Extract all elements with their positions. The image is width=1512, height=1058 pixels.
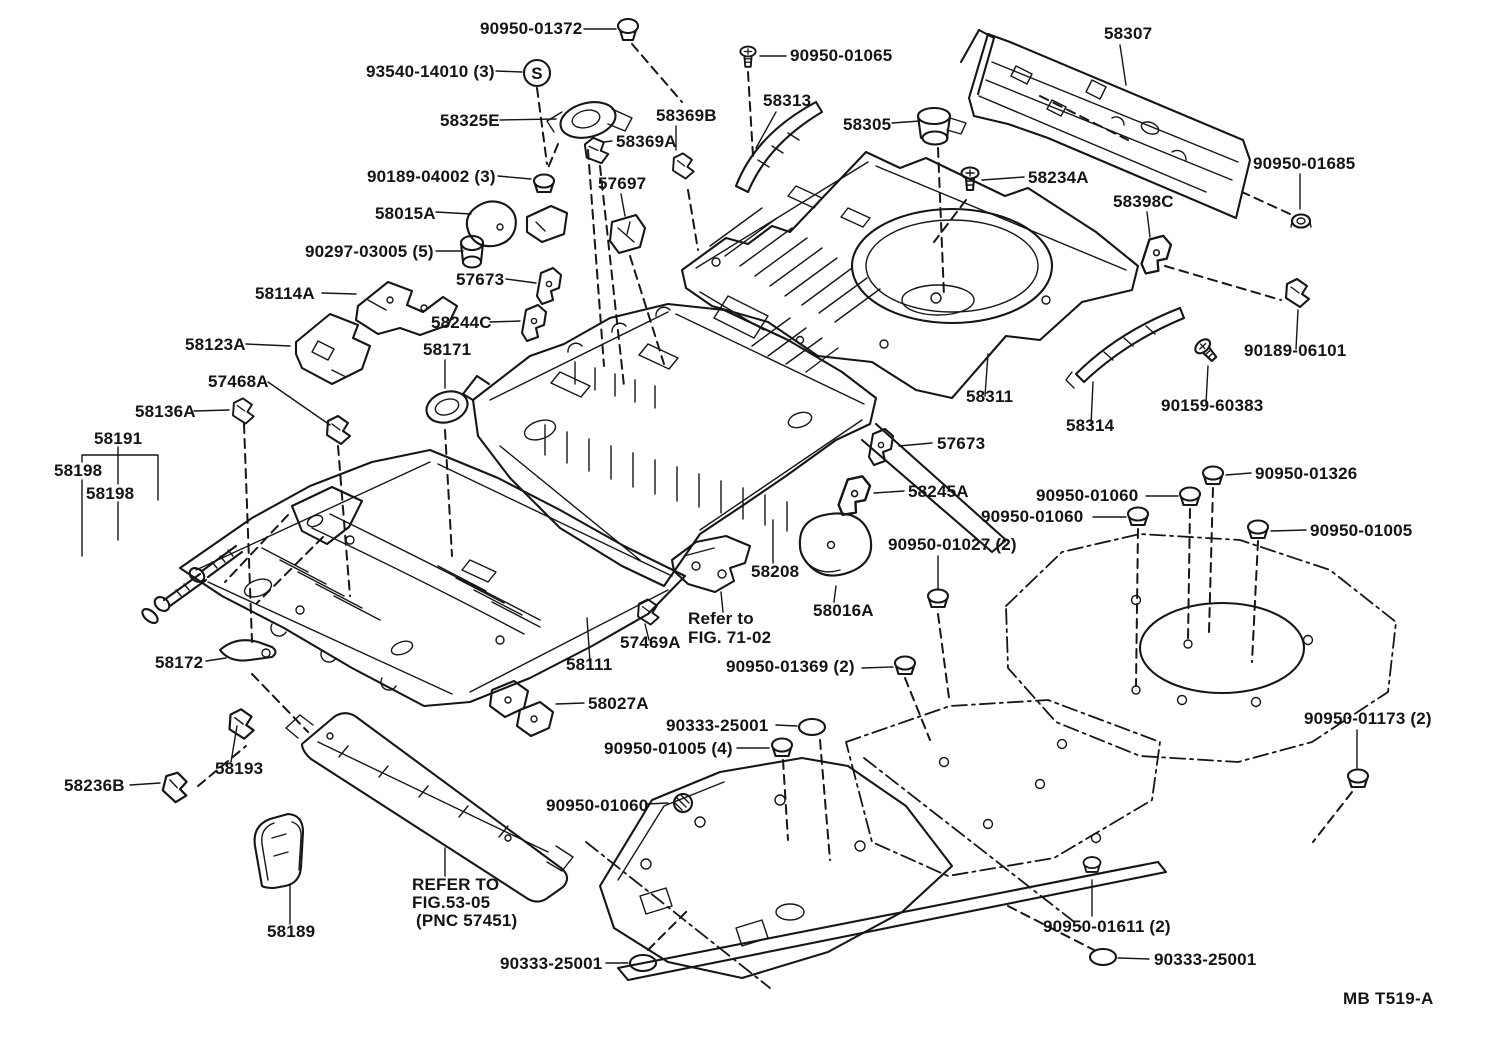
part-label: 57468A [208, 372, 269, 391]
part-label: 58313 [763, 91, 811, 110]
part-label: 58027A [588, 694, 649, 713]
part-label: 90950-01685 [1253, 154, 1355, 173]
part-label: 58123A [185, 335, 246, 354]
part-label: 58369A [616, 132, 677, 151]
part-label: 58369B [656, 106, 717, 125]
part-label: 58198 [86, 484, 134, 503]
part-label: 90950-01005 (4) [604, 739, 733, 758]
strip-58172 [218, 639, 277, 662]
part-labels-layer: 90950-01372 93540-14010 (3) S 58325E 58369B 5… [54, 19, 1432, 973]
part-label: 58208 [751, 562, 799, 581]
part-label: 57673 [456, 270, 504, 289]
leader-lines [81, 28, 1358, 964]
support-58305 [916, 106, 967, 146]
part-label: 57469A [620, 633, 681, 652]
part-label: 90333-25001 [500, 954, 602, 973]
bracket-58191-58198 [141, 485, 364, 624]
part-label: 90950-01369 (2) [726, 657, 855, 676]
note-refer-fig-71-02: Refer to [688, 609, 754, 628]
plate-58015A [465, 200, 569, 248]
bracket-58027A [488, 679, 555, 738]
part-label: 58234A [1028, 168, 1089, 187]
part-label: 58244C [431, 313, 492, 332]
part-label: 58172 [155, 653, 203, 672]
note-refer-fig-53-05: FIG.53-05 [412, 893, 490, 912]
part-label: 58305 [843, 115, 891, 134]
part-label: 93540-14010 (3) [366, 62, 495, 81]
part-label: 90950-01027 (2) [888, 535, 1017, 554]
part-label: 58171 [423, 340, 471, 359]
part-label: 90297-03005 (5) [305, 242, 434, 261]
lower-back-panel-art [959, 28, 1252, 220]
part-label: 58015A [375, 204, 436, 223]
part-label: 57697 [598, 174, 646, 193]
bracket-57697 [608, 213, 647, 255]
note-refer-fig-71-02: FIG. 71-02 [688, 628, 771, 647]
part-label: 90189-04002 (3) [367, 167, 496, 186]
part-label: 58111 [566, 655, 612, 674]
part-label: 58398C [1113, 192, 1174, 211]
note-refer-fig-53-05: (PNC 57451) [416, 911, 517, 930]
bracket-58123A [294, 312, 372, 386]
pad-58171 [425, 390, 469, 424]
part-label: 90159-60383 [1161, 396, 1263, 415]
part-label: 90950-01060 [981, 507, 1083, 526]
part-label: 58325E [440, 111, 500, 130]
center-floor-pan-art [461, 302, 1008, 588]
bracket-58114A [354, 280, 459, 337]
part-label: 90950-01065 [790, 46, 892, 65]
floor-under-cover-art [585, 533, 1397, 989]
part-label: 90950-01372 [480, 19, 582, 38]
part-label: 90950-01326 [1255, 464, 1357, 483]
grommet-plate-58325E [546, 101, 633, 139]
part-label: 58245A [908, 482, 969, 501]
part-label: 58136A [135, 402, 196, 421]
part-label: 90333-25001 [666, 716, 768, 735]
part-label: 58236B [64, 776, 125, 795]
part-label: 90950-01060 [546, 796, 648, 815]
part-label: 58016A [813, 601, 874, 620]
part-label: 57673 [937, 434, 985, 453]
part-label: 58314 [1066, 416, 1115, 435]
part-label: 90950-01611 (2) [1043, 917, 1171, 936]
roof-side-rail-strip-art [734, 100, 1186, 389]
rear-floor-pan-art [680, 150, 1140, 400]
grommet-90297 [459, 234, 485, 269]
part-label: 58307 [1104, 24, 1152, 43]
projection-lines [197, 43, 1353, 951]
part-label: 58193 [215, 759, 263, 778]
figure-code: MB T519-A [1343, 989, 1434, 1008]
s-marker-circle [522, 58, 552, 88]
part-label: 90950-01005 [1310, 521, 1412, 540]
part-label: 90950-01060 [1036, 486, 1138, 505]
part-label: 58189 [267, 922, 315, 941]
part-label: 90189-06101 [1244, 341, 1346, 360]
part-label: 58191 [94, 429, 142, 448]
part-label: 58198 [54, 461, 102, 480]
support-refer-fig-71-02 [670, 534, 752, 594]
floor-crossmember-art [253, 712, 574, 903]
note-refer-fig-53-05: REFER TO [412, 875, 499, 894]
part-label: 58311 [966, 387, 1013, 406]
s-marker: S [531, 64, 543, 83]
part-label: 58114A [255, 284, 315, 303]
push-pin-icon [616, 17, 640, 42]
part-label: 90950-01173 (2) [1304, 709, 1432, 728]
small-parts-art [141, 17, 1370, 973]
pad-58016A [798, 512, 873, 577]
part-label: 90333-25001 [1154, 950, 1256, 969]
